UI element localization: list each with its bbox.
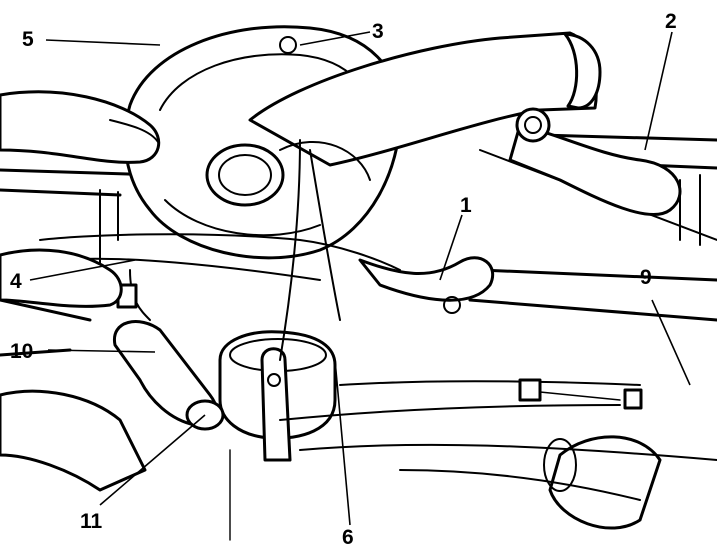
heater-hose <box>0 320 225 492</box>
hands <box>0 90 161 308</box>
wiring <box>39 139 717 541</box>
callout-label-11: 11 <box>80 510 103 533</box>
radiator-hose <box>543 435 662 530</box>
callout-lines <box>29 31 691 526</box>
intake-duct <box>248 31 682 216</box>
callout-label-4: 4 <box>10 270 22 293</box>
intake-ring <box>205 141 371 207</box>
vacuum-hose <box>358 256 495 314</box>
callout-label-5: 5 <box>22 28 34 51</box>
callout-label-1: 1 <box>460 194 472 217</box>
callout-label-9: 9 <box>640 266 652 289</box>
bracket <box>260 347 292 462</box>
callout-label-3: 3 <box>372 20 384 43</box>
callout-label-2: 2 <box>665 10 677 33</box>
callout-label-6: 6 <box>342 526 354 549</box>
callout-label-10: 10 <box>10 340 33 363</box>
